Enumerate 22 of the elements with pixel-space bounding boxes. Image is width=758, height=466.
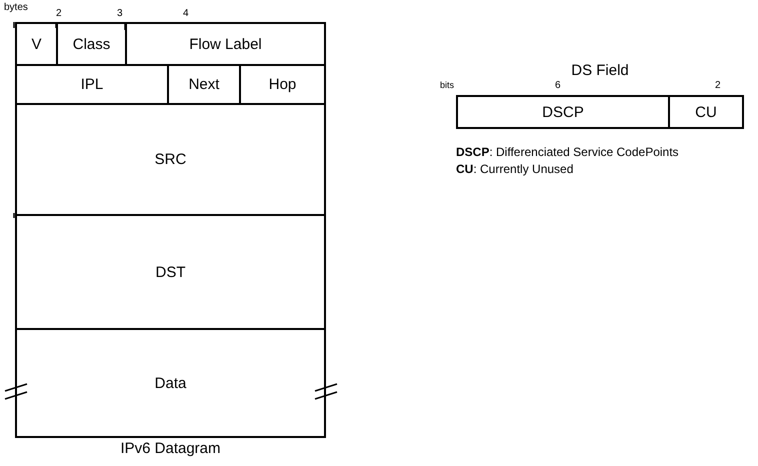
field-label: SRC (154, 151, 186, 168)
tick-label: 3 (117, 8, 123, 19)
unit-label: bits (440, 80, 454, 90)
field-label: IPL (80, 76, 104, 93)
tick-label: 2 (56, 8, 62, 19)
tick-label: 2 (715, 80, 721, 91)
field-label: Class (72, 36, 110, 52)
field-label: CU (695, 104, 717, 120)
field-label: DST (156, 264, 186, 280)
field-label: V (31, 36, 42, 52)
field-label: DSCP (542, 104, 584, 120)
legend-note: DSCP: Differenciated Service CodePoints (456, 145, 679, 159)
tick-label: 6 (555, 80, 561, 91)
field-label: Next (188, 76, 220, 93)
field-label: Data (154, 374, 186, 392)
unit-label: bytes (4, 2, 28, 13)
field-label: Flow Label (189, 36, 262, 52)
frame-caption: DS Field (571, 62, 629, 79)
field-label: Hop (268, 76, 296, 93)
tick-label: 4 (183, 8, 189, 19)
frame-caption: IPv6 Datagram (120, 440, 221, 457)
legend-note: CU: Currently Unused (456, 162, 574, 176)
